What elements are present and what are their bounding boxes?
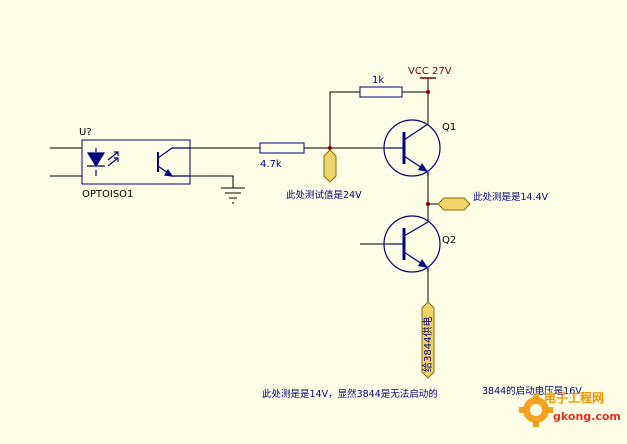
resistor-1k-value: 1k (372, 75, 384, 86)
q1-designator: Q1 (442, 122, 456, 133)
q2-body (383, 215, 441, 273)
opto-designator: U? (79, 127, 92, 138)
note-14v-bottom: 此处测是是14V，显然3844是无法启动的 (262, 388, 438, 400)
resistor-4k7 (259, 142, 305, 154)
junction-emitter-node (426, 202, 430, 206)
transistor-q2: Q2 (383, 215, 456, 273)
opto-body (81, 139, 191, 185)
wire-node-to-r1k (329, 91, 360, 148)
q1-emitter-arrow-icon (418, 163, 428, 172)
transistor-q1: Q1 (383, 119, 456, 177)
junctions (328, 90, 430, 206)
watermark-cn-text: 电子工程网 (544, 390, 604, 405)
vcc-power-port: VCC 27V (408, 66, 452, 79)
phototransistor-icon (157, 147, 190, 177)
optocoupler: U? OPTOISO1 (79, 127, 191, 200)
watermark-url: gkong.com (553, 410, 621, 423)
resistor-1k (359, 86, 403, 98)
resistor-4k7-value: 4.7k (260, 159, 282, 170)
watermark-logo: 电子工程网 gkong.com (519, 390, 621, 427)
q2-emitter-arrow-icon (418, 259, 428, 268)
note-14-4v: 此处测是是14.4V (473, 191, 549, 203)
note-3844-startup: 3844的启动电压是16V (482, 385, 582, 397)
q2-designator: Q2 (442, 235, 456, 246)
vcc-label: VCC 27V (408, 66, 452, 77)
led-triangle-icon (86, 152, 106, 168)
note-24v: 此处测试值是24V (286, 189, 362, 201)
light-arrow-icon (107, 151, 119, 161)
ground-icon (221, 187, 245, 204)
probe-port-14v (437, 197, 471, 211)
opto-part-name: OPTOISO1 (82, 189, 133, 200)
probe-port-24v (323, 149, 337, 183)
wire-opto-to-ground (190, 175, 234, 188)
gear-icon (519, 393, 553, 427)
port-3844-supply (421, 301, 435, 379)
junction-base-node (328, 146, 332, 150)
port-3844-label: 给3844供电 (421, 317, 434, 372)
junction-vcc-node (426, 90, 430, 94)
q1-body (383, 119, 441, 177)
